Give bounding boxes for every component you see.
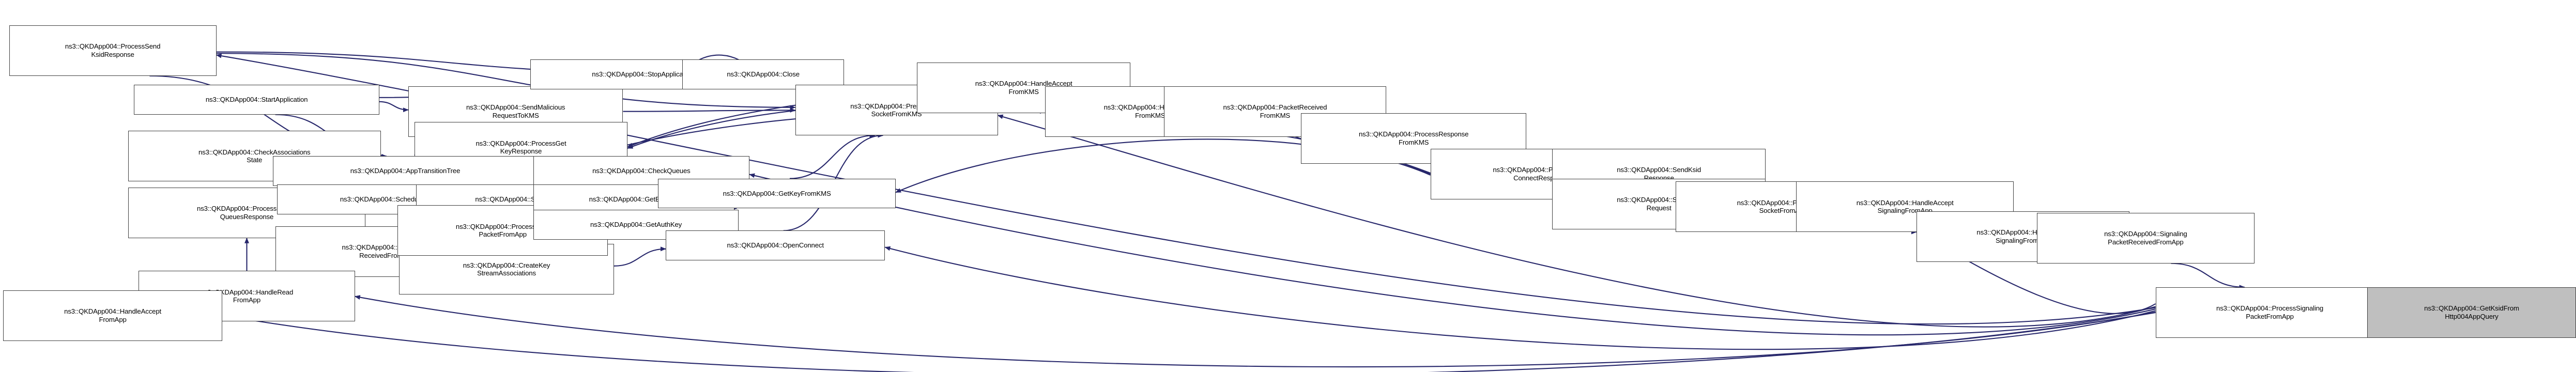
graph-edge-process-signaling-packet-from-app--handle-read-from-app: [354, 295, 2156, 368]
graph-edge-get-key-from-kms--prepare-sink-socket-from-kms: [789, 133, 876, 179]
graph-edge-process-signaling-packet-from-app--open-connect: [884, 246, 2156, 350]
graph-node-label: ns3::QKDApp004::Signaling PacketReceived…: [2104, 230, 2187, 246]
graph-node-label: ns3::QKDApp004::Close: [727, 70, 800, 79]
graph-node-label: ns3::QKDApp004::ProcessSend KsidResponse: [65, 42, 161, 58]
graph-node-get-key-from-kms[interactable]: ns3::QKDApp004::GetKeyFromKMS: [658, 178, 896, 209]
graph-node-label: ns3::QKDApp004::GetKeyFromKMS: [723, 189, 831, 197]
graph-node-label: ns3::QKDApp004::ProcessGet KeyResponse: [476, 139, 566, 156]
graph-node-label: ns3::QKDApp004::CreateKey StreamAssociat…: [463, 261, 550, 277]
graph-node-label: ns3::QKDApp004::ProcessResponse FromKMS: [1358, 130, 1469, 146]
graph-node-open-connect[interactable]: ns3::QKDApp004::OpenConnect: [666, 230, 885, 260]
graph-node-process-signaling-packet-from-app[interactable]: ns3::QKDApp004::ProcessSignaling PacketF…: [2155, 287, 2384, 338]
graph-node-label: ns3::QKDApp004::CheckQueues: [592, 167, 691, 175]
graph-node-process-send-ksid-response[interactable]: ns3::QKDApp004::ProcessSend KsidResponse: [9, 25, 217, 76]
graph-node-label: ns3::QKDApp004::HandleAccept FromApp: [64, 307, 162, 323]
graph-edge-process-signaling-packet-from-app--handle-accept-from-app: [222, 312, 2156, 372]
graph-node-signaling-packet-received-from-app[interactable]: ns3::QKDApp004::Signaling PacketReceived…: [2036, 212, 2255, 264]
graph-node-label: ns3::QKDApp004::ProcessSignaling PacketF…: [2216, 304, 2324, 320]
graph-edge-start-application--send-malicious-request-to-kms: [379, 101, 409, 113]
graph-node-label: ns3::QKDApp004::AppTransitionTree: [350, 167, 461, 175]
graph-edge-signaling-packet-received-from-app--process-signaling-packet-from-app: [2171, 262, 2245, 290]
graph-node-handle-accept-from-app[interactable]: ns3::QKDApp004::HandleAccept FromApp: [3, 290, 223, 341]
graph-node-app-transition-tree[interactable]: ns3::QKDApp004::AppTransitionTree: [272, 156, 538, 186]
graph-node-label: ns3::QKDApp004::OpenConnect: [727, 241, 824, 250]
graph-edge-create-key-stream-associations--open-connect: [614, 246, 666, 267]
graph-node-getksid-from-http004appquery: ns3::QKDApp004::GetKsidFrom Http004AppQu…: [2367, 287, 2576, 338]
graph-node-label: ns3::QKDApp004::StartApplication: [205, 96, 308, 104]
graph-edge-send-malicious-request-to-kms--prepare-sink-socket-from-kms: [623, 107, 796, 113]
graph-node-start-application[interactable]: ns3::QKDApp004::StartApplication: [134, 85, 379, 115]
graph-node-label: ns3::QKDApp004::GetAuthKey: [590, 221, 682, 229]
graph-node-label: ns3::QKDApp004::SendMalicious RequestToK…: [466, 103, 565, 119]
graph-node-label: ns3::QKDApp004::GetKsidFrom Http004AppQu…: [2424, 304, 2519, 320]
